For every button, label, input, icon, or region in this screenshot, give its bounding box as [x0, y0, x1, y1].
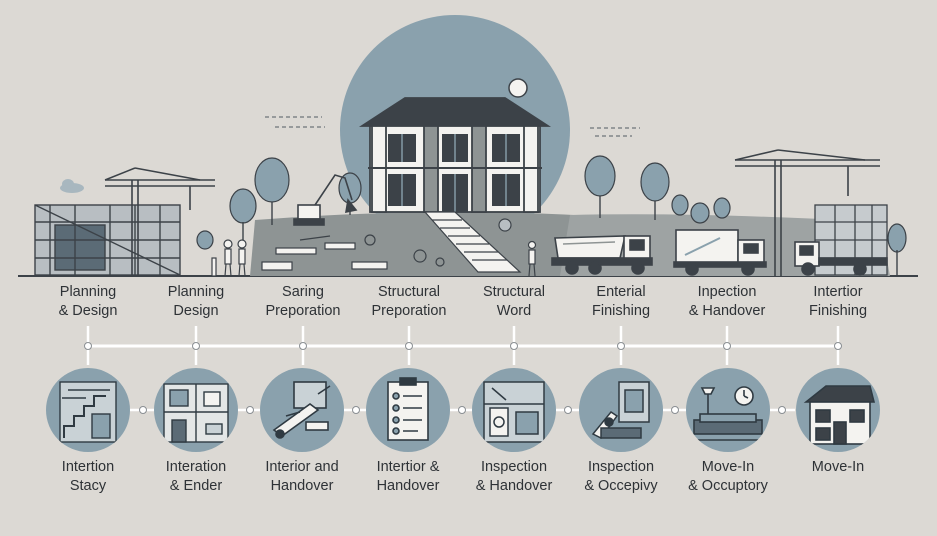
- stage-label-line: Handover: [270, 478, 334, 494]
- stage-label-line: Move-In: [701, 459, 755, 475]
- stage-label-line: Inpection: [697, 284, 757, 300]
- timeline-node: [617, 342, 625, 350]
- stage-label-line: Move-In: [811, 459, 865, 475]
- timeline-node: [723, 342, 731, 350]
- stage-label-line: Preporation: [371, 303, 447, 319]
- stage-label-top-6: Enterial Finishing: [566, 283, 676, 321]
- timeline-node: [510, 342, 518, 350]
- house-main: [358, 97, 552, 213]
- stage-label-line: Finishing: [808, 303, 868, 319]
- stage-label-line: Structural: [482, 284, 546, 300]
- stage-label-line: Planning: [167, 284, 225, 300]
- stage-label-bottom-2: Interation & Ender: [138, 458, 254, 496]
- timeline-node: [192, 342, 200, 350]
- workers: [211, 239, 537, 277]
- dashed-lines: [265, 116, 640, 137]
- stage-label-line: & Handover: [475, 478, 553, 494]
- stage-label-bottom-1: Intertion Stacy: [30, 458, 146, 496]
- stage-label-bottom-5: Inspection & Handover: [456, 458, 572, 496]
- stage-label-line: Word: [496, 303, 532, 319]
- stage-label-line: Structural: [377, 284, 441, 300]
- stage-label-line: & Occuptory: [688, 478, 768, 494]
- stage-label-line: Interation: [165, 459, 227, 475]
- stage-label-line: Inspection: [587, 459, 655, 475]
- checklist-icon: [366, 368, 450, 452]
- construction-materials: [261, 218, 512, 271]
- stage-label-line: & Ender: [169, 478, 223, 494]
- timeline-node: [458, 406, 466, 414]
- stage-label-line: Inspection: [480, 459, 548, 475]
- sun-icon: [508, 78, 528, 98]
- stage-label-top-3: Saring Preporation: [248, 283, 358, 321]
- stage-label-top-8: Intertior Finishing: [783, 283, 893, 321]
- box-truck-icon: [673, 229, 767, 276]
- timeline-node: [405, 342, 413, 350]
- stage-label-line: Interior and: [265, 459, 339, 475]
- ground-mound: [250, 211, 640, 276]
- house-icon: [796, 368, 880, 452]
- stage-label-bottom-7: Move-In & Occuptory: [670, 458, 786, 496]
- stage-label-top-7: Inpection & Handover: [672, 283, 782, 321]
- living-room-clock-icon: [686, 368, 770, 452]
- stage-label-line: & Handover: [688, 303, 766, 319]
- stage-label-line: Planning: [59, 284, 117, 300]
- stage-label-line: Intertion: [61, 459, 115, 475]
- stage-label-line: Intertior &: [376, 459, 440, 475]
- front-steps: [423, 211, 522, 273]
- timeline-node: [299, 342, 307, 350]
- stage-label-top-5: Structural Word: [459, 283, 569, 321]
- stage-label-line: Preporation: [265, 303, 341, 319]
- excavator-icon: [293, 174, 358, 226]
- trees: [196, 155, 907, 276]
- cloud-icon: [60, 179, 84, 193]
- timeline-node: [139, 406, 147, 414]
- stage-label-top-1: Planning & Design: [33, 283, 143, 321]
- stage-label-line: Finishing: [591, 303, 651, 319]
- staircase-interior-icon: [46, 368, 130, 452]
- dump-truck-icon: [551, 235, 653, 275]
- timeline-node: [778, 406, 786, 414]
- timeline-node: [564, 406, 572, 414]
- timeline-node: [246, 406, 254, 414]
- timeline-node: [671, 406, 679, 414]
- timeline-node: [834, 342, 842, 350]
- stage-label-line: Stacy: [69, 478, 107, 494]
- stage-label-top-2: Planning Design: [141, 283, 251, 321]
- crane-left: [104, 167, 215, 275]
- stage-label-line: & Occepivy: [584, 478, 658, 494]
- inspection-tools-icon: [472, 368, 556, 452]
- crane-right: [734, 149, 880, 276]
- stage-label-line: Intertior: [813, 284, 863, 300]
- flatbed-truck-icon: [794, 241, 888, 276]
- stage-label-bottom-6: Inspection & Occepivy: [563, 458, 679, 496]
- stage-label-bottom-3: Interior and Handover: [244, 458, 360, 496]
- room-interior-icon: [154, 368, 238, 452]
- stage-label-bottom-8: Move-In: [780, 458, 896, 477]
- stage-label-top-4: Structural Preporation: [354, 283, 464, 321]
- scaffold-building-left: [34, 204, 181, 276]
- timeline-node: [352, 406, 360, 414]
- tools-icon: [260, 368, 344, 452]
- room-occupancy-icon: [579, 368, 663, 452]
- timeline-node: [84, 342, 92, 350]
- stage-label-line: & Design: [58, 303, 118, 319]
- stage-label-line: Design: [173, 303, 219, 319]
- stage-label-line: Handover: [376, 478, 440, 494]
- stage-label-line: Enterial: [596, 284, 646, 300]
- stage-label-line: Saring: [282, 284, 324, 300]
- stage-label-bottom-4: Intertior & Handover: [350, 458, 466, 496]
